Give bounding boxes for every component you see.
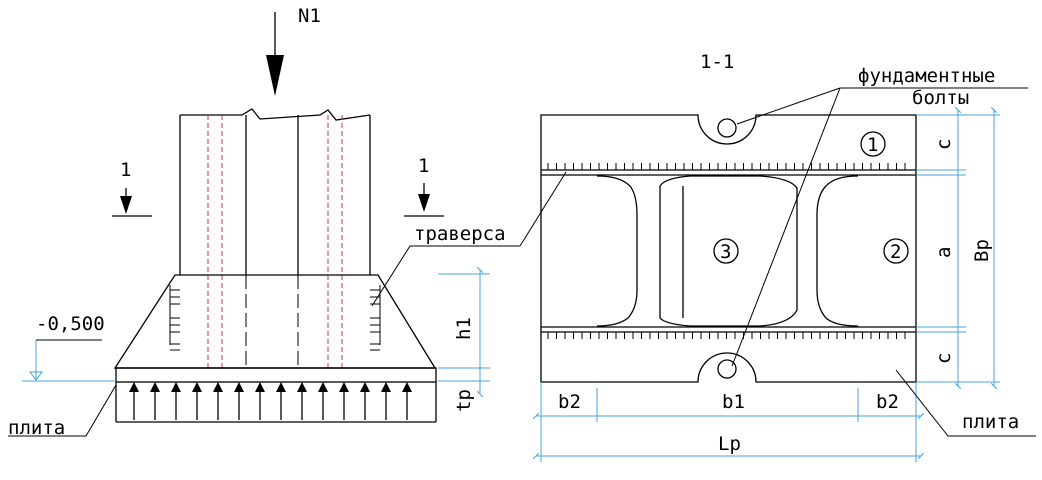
left-view: N1 — [8, 5, 520, 439]
part-1: 1 — [867, 134, 878, 156]
section-title: 1-1 — [700, 51, 734, 73]
soil-reaction-arrows — [115, 382, 437, 423]
column-i-section — [596, 175, 859, 327]
dim-tp: tp — [438, 380, 490, 412]
section-mark-left: 1 — [112, 159, 152, 217]
anchor-bolt-bottom — [717, 359, 737, 379]
dim-b2-left: b2 — [558, 391, 581, 413]
traverse-plates — [541, 163, 916, 339]
vertical-dimensions: c a c Bp — [916, 106, 1000, 390]
dim-lp: Lp — [718, 433, 741, 455]
column — [179, 108, 371, 368]
traverse — [113, 274, 437, 369]
dim-b1: b1 — [722, 391, 745, 413]
traverse-label: траверса — [414, 223, 506, 245]
right-view: 1-1 1 2 3 фундаментные болты — [519, 51, 1036, 462]
svg-text:1: 1 — [120, 159, 131, 181]
plate-label-right: плита — [962, 411, 1019, 433]
dim-c-top: c — [933, 139, 955, 150]
part-2: 2 — [890, 241, 901, 263]
bolts-label-line2: болты — [912, 87, 969, 109]
load-label: N1 — [298, 5, 321, 27]
horizontal-dimensions: b2 b1 b2 Lp — [532, 382, 925, 462]
dim-c-bottom: c — [933, 353, 955, 364]
dim-b2-right: b2 — [876, 391, 899, 413]
section-mark-right: 1 — [404, 155, 444, 217]
dim-h1: h1 — [438, 266, 490, 398]
svg-text:tp: tp — [453, 389, 475, 412]
anchor-bolt-top — [717, 118, 737, 138]
dim-bp: Bp — [971, 239, 993, 262]
svg-text:h1: h1 — [453, 317, 475, 340]
dim-a: a — [933, 247, 955, 258]
svg-text:-0,500: -0,500 — [36, 313, 105, 335]
part-3: 3 — [720, 241, 731, 263]
elevation-mark: -0,500 — [22, 313, 116, 382]
load-arrow-n1 — [266, 12, 284, 96]
svg-text:1: 1 — [418, 155, 429, 177]
bolts-label-line1: фундаментные — [858, 65, 995, 87]
plate-label-left: плита — [8, 417, 65, 439]
base-plate-side — [115, 367, 437, 383]
